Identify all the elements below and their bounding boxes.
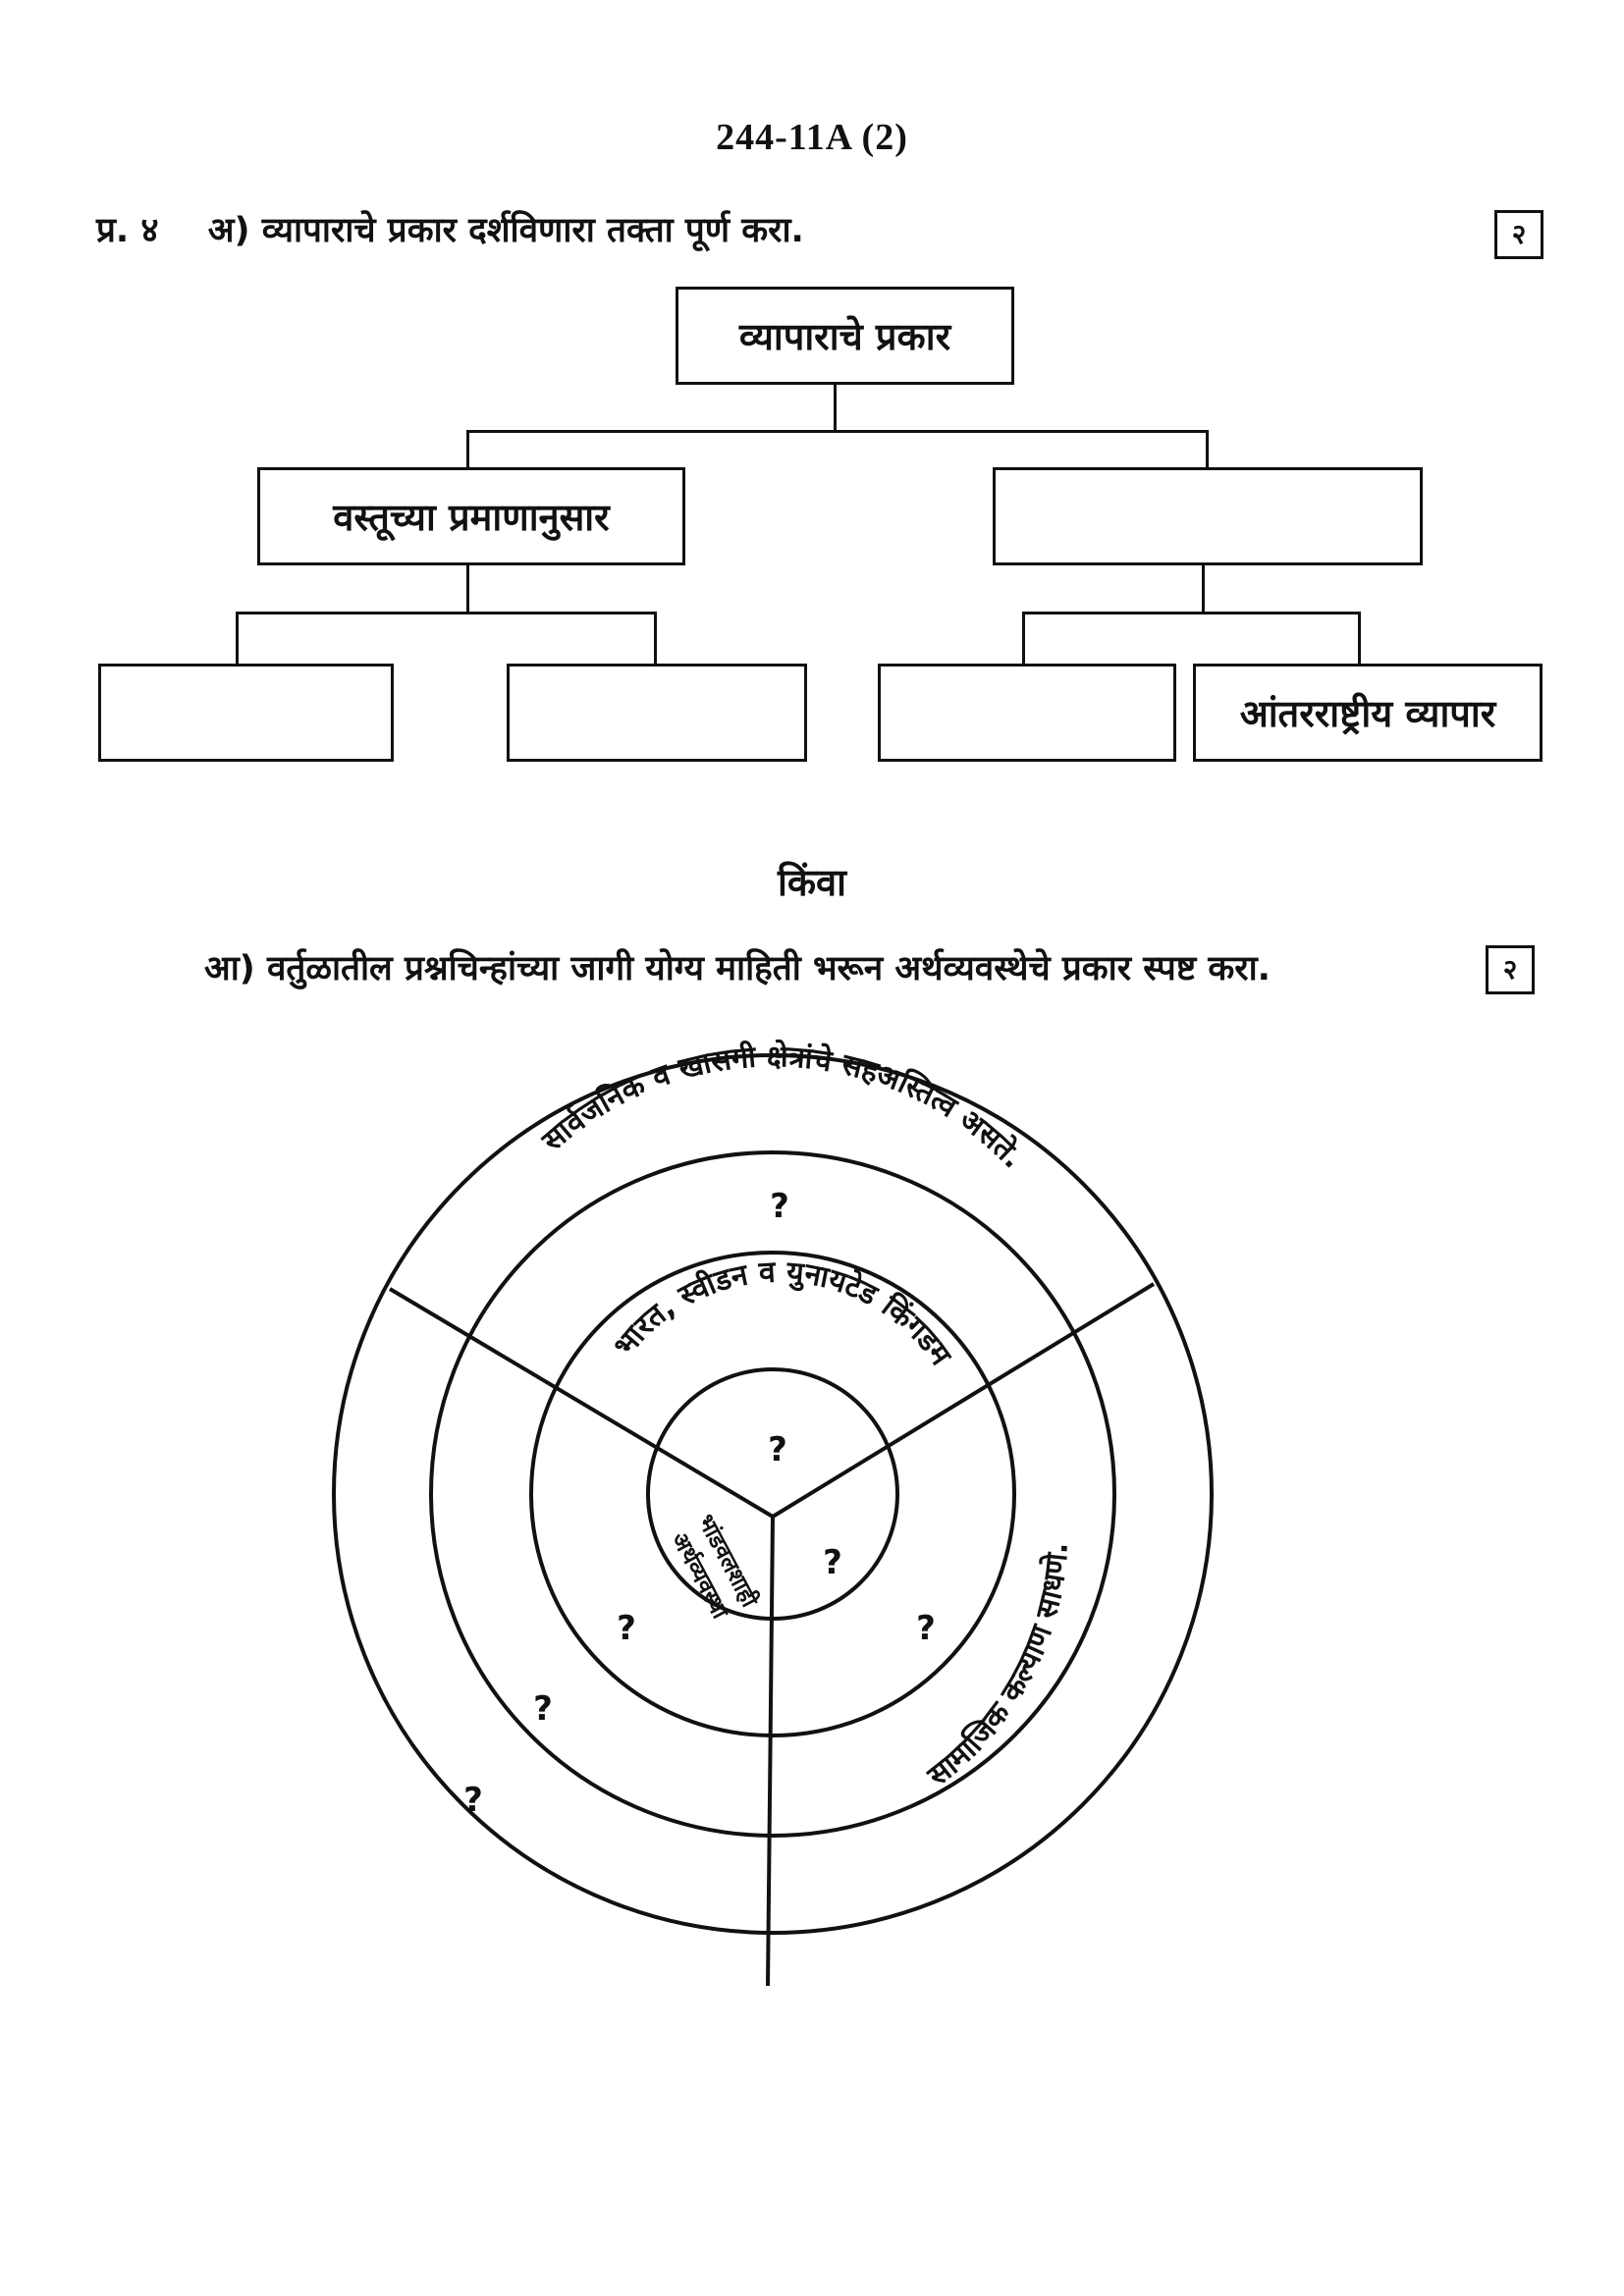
divider-left [388, 1287, 775, 1519]
connector-right-child1-drop [1022, 612, 1025, 664]
divider-bottom [766, 1516, 775, 1987]
label-capitalist-economy: भांडवलशाही अर्थव्यवस्था [666, 1510, 764, 1624]
tree-left-child-1-blank [98, 664, 394, 762]
tree-left-child-2-blank [507, 664, 807, 762]
qmark-left-middle: ? [533, 1689, 553, 1729]
tree-right-box-blank [993, 467, 1423, 565]
question-4a: प्र. ४ अ) व्यापाराचे प्रकार दर्शविणारा त… [96, 206, 804, 252]
connector-root-down [834, 385, 837, 431]
connector-right-down [1202, 565, 1205, 613]
connector-right-horizontal [1022, 612, 1361, 614]
connector-right-drop [1206, 430, 1209, 467]
qmark-top-center: ? [768, 1430, 787, 1469]
label-top-inner-ring: भारत, स्वीडन व युनायटेड किंगडम [607, 1255, 958, 1372]
divider-right [771, 1282, 1156, 1519]
connector-left-drop [466, 430, 469, 467]
tree-right-child-2-box: आंतरराष्ट्रीय व्यापार [1193, 664, 1543, 762]
marks-box-4a: २ [1494, 210, 1543, 259]
marks-box-4b: २ [1486, 945, 1535, 994]
qmark-top-middle: ? [770, 1187, 789, 1226]
question-4b-text: आ) वर्तुळातील प्रश्नचिन्हांच्या जागी योग… [204, 949, 1271, 988]
connector-left-horizontal [236, 612, 657, 614]
label-top-outer-ring: सार्वजनिक व खासगी क्षेत्रांचे सहअस्तित्व… [535, 1039, 1030, 1175]
qmark-right-ring: ? [916, 1609, 936, 1648]
outer-circle [332, 1053, 1214, 1935]
tree-left-box: वस्तूच्या प्रमाणानुसार [257, 467, 685, 565]
connector-left-down [466, 565, 469, 613]
connector-left-child1-drop [236, 612, 239, 664]
connector-right-child2-drop [1358, 612, 1361, 664]
third-circle [529, 1251, 1016, 1737]
connector-level1-horizontal [466, 430, 1209, 433]
second-circle [429, 1150, 1116, 1838]
tree-right-child-1-blank [878, 664, 1176, 762]
qmark-left-ring: ? [617, 1609, 636, 1648]
page-header-code: 244-11A (2) [716, 117, 908, 158]
question-4a-text: अ) व्यापाराचे प्रकार दर्शविणारा तक्ता पू… [207, 211, 804, 250]
connector-left-child2-drop [654, 612, 657, 664]
qmark-right-center: ? [823, 1543, 842, 1582]
tree-root-box: व्यापाराचे प्रकार [676, 287, 1014, 385]
or-separator: किंवा [778, 861, 846, 904]
qmark-left-outer: ? [463, 1781, 483, 1820]
question-number: प्र. ४ [96, 211, 159, 250]
